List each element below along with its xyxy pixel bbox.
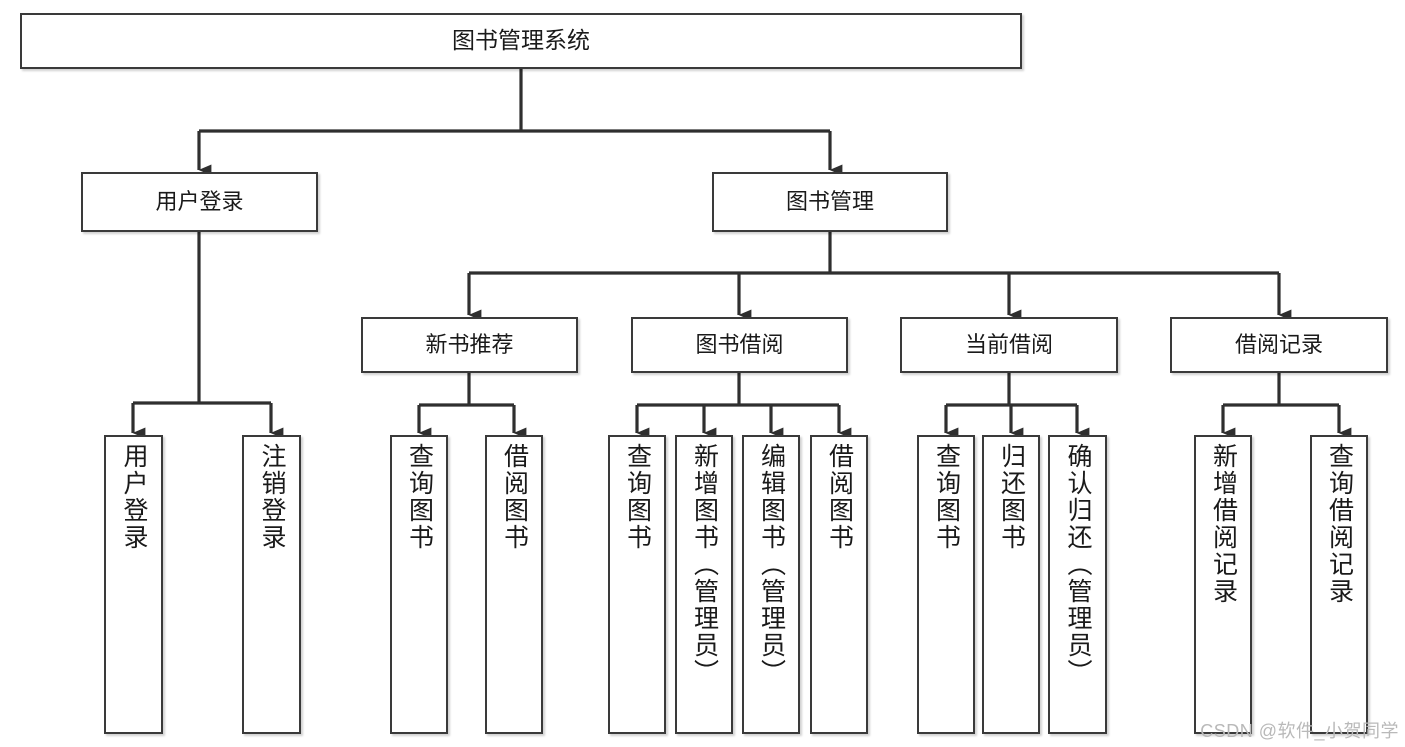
node-label: 新书推荐: [425, 332, 514, 358]
node-label: 注销登录: [258, 443, 286, 551]
node-label: 确认归还（管理员）: [1064, 443, 1092, 686]
node-label: 新增图书（管理员）: [690, 443, 719, 686]
leaf-node[interactable]: 借阅图书: [485, 435, 543, 734]
watermark-text: CSDN @软件_小贺同学: [1200, 721, 1399, 741]
leaf-node[interactable]: 查询图书: [608, 435, 666, 734]
node-label: 借阅图书: [825, 443, 854, 551]
level1-node[interactable]: 用户登录: [81, 172, 318, 232]
node-label: 图书管理: [785, 189, 874, 215]
node-label: 查询借阅记录: [1325, 443, 1354, 605]
leaf-node[interactable]: 查询借阅记录: [1310, 435, 1368, 734]
leaf-node[interactable]: 归还图书: [982, 435, 1040, 734]
level2-node[interactable]: 当前借阅: [900, 317, 1118, 373]
leaf-node[interactable]: 新增图书（管理员）: [675, 435, 733, 734]
node-label: 归还图书: [997, 443, 1026, 551]
level2-node[interactable]: 图书借阅: [631, 317, 848, 373]
root-node[interactable]: 图书管理系统: [20, 13, 1022, 69]
leaf-node[interactable]: 新增借阅记录: [1194, 435, 1252, 734]
node-label: 用户登录: [155, 189, 244, 215]
node-label: 查询图书: [623, 443, 652, 551]
leaf-node[interactable]: 编辑图书（管理员）: [742, 435, 800, 734]
leaf-node[interactable]: 查询图书: [917, 435, 975, 734]
level1-node[interactable]: 图书管理: [712, 172, 948, 232]
node-label: 新增借阅记录: [1209, 443, 1238, 605]
leaf-node[interactable]: 确认归还（管理员）: [1048, 435, 1107, 734]
node-label: 编辑图书（管理员）: [757, 443, 786, 686]
leaf-node[interactable]: 用户登录: [104, 435, 163, 734]
node-label: 图书管理系统: [452, 27, 590, 54]
node-label: 图书借阅: [695, 332, 784, 358]
level2-node[interactable]: 借阅记录: [1170, 317, 1388, 373]
node-label: 用户登录: [120, 443, 148, 551]
node-label: 当前借阅: [964, 332, 1053, 358]
leaf-node[interactable]: 注销登录: [242, 435, 301, 734]
node-label: 借阅记录: [1234, 332, 1323, 358]
node-label: 查询图书: [405, 443, 434, 551]
leaf-node[interactable]: 借阅图书: [810, 435, 868, 734]
level2-node[interactable]: 新书推荐: [361, 317, 578, 373]
node-label: 查询图书: [932, 443, 961, 551]
leaf-node[interactable]: 查询图书: [390, 435, 448, 734]
node-label: 借阅图书: [500, 443, 529, 551]
